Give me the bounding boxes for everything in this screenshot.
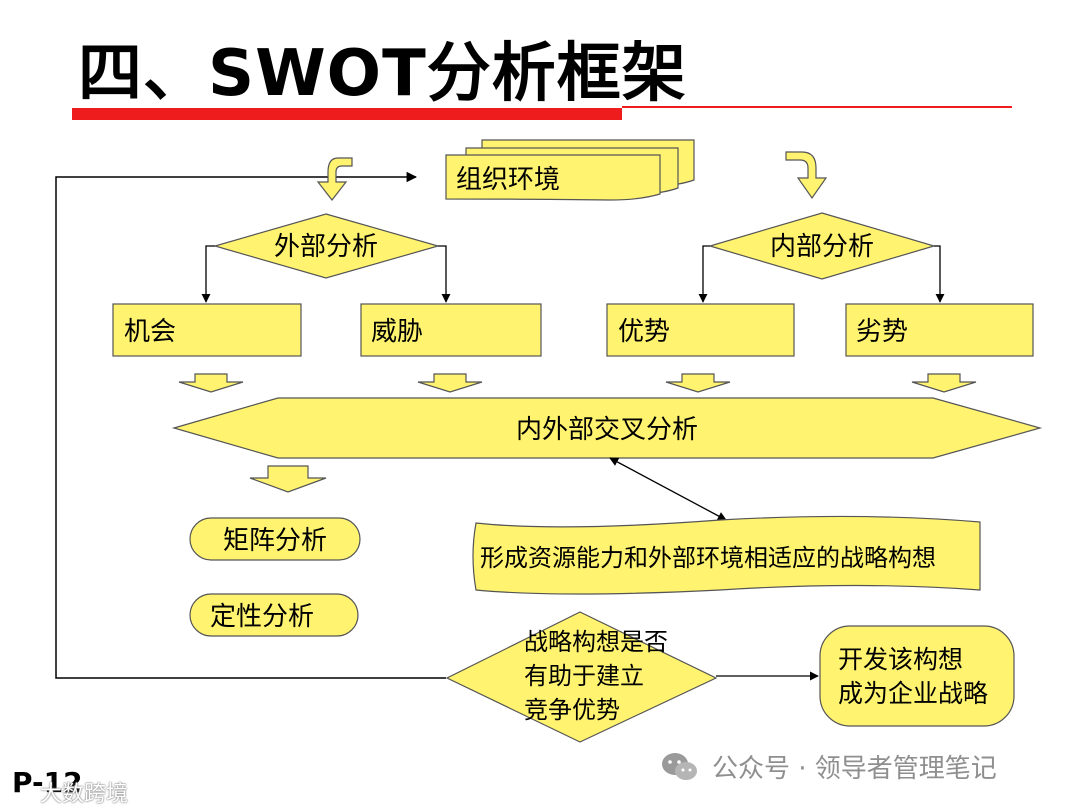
down-arrow-matrix: [249, 465, 327, 493]
down-arrow-1: [178, 373, 244, 393]
down-arrow-4: [911, 373, 977, 393]
bidirectional-connector: [609, 457, 727, 521]
curved-arrow-right: [785, 151, 828, 200]
qualitative-analysis-node: 定性分析: [189, 593, 359, 637]
result-line-1: 开发该构想: [838, 645, 963, 674]
matrix-analysis-label: 矩阵分析: [223, 526, 327, 556]
weakness-label: 劣势: [856, 317, 908, 347]
strategy-concept-label: 形成资源能力和外部环境相适应的战略构想: [480, 544, 936, 572]
down-block-arrows: [178, 373, 977, 393]
external-analysis-node: 外部分析: [212, 213, 441, 279]
decision-node: 战略构想是否 有助于建立 竞争优势: [445, 611, 718, 743]
feedback-loop-connector: [55, 171, 446, 679]
cross-analysis-label: 内外部交叉分析: [516, 415, 698, 445]
wechat-icon: [662, 753, 697, 780]
opportunity-node: 机会: [112, 303, 302, 357]
title-underline-line: [622, 106, 1012, 108]
branch-connectors: [201, 245, 945, 303]
title-underline-bar: [72, 108, 622, 120]
cross-analysis-node: 内外部交叉分析: [171, 397, 1043, 459]
matrix-analysis-node: 矩阵分析: [189, 517, 361, 561]
page-title: 四、SWOT分析框架: [78, 37, 687, 111]
opportunity-label: 机会: [124, 317, 176, 347]
weakness-node: 劣势: [845, 303, 1034, 357]
watermark-right: 公众号 · 领导者管理笔记: [712, 754, 997, 784]
internal-analysis-label: 内部分析: [770, 232, 874, 262]
threat-label: 威胁: [371, 317, 423, 347]
threat-node: 威胁: [360, 303, 542, 357]
internal-analysis-node: 内部分析: [707, 212, 937, 280]
org-env-label: 组织环境: [456, 165, 560, 195]
external-analysis-label: 外部分析: [274, 232, 378, 262]
down-arrow-2: [417, 373, 483, 393]
qualitative-analysis-label: 定性分析: [210, 602, 314, 632]
decision-line-3: 竞争优势: [524, 696, 620, 724]
org-env-node: 组织环境: [445, 139, 695, 201]
strength-node: 优势: [606, 303, 795, 357]
page-number: P-12: [12, 766, 83, 799]
down-arrow-3: [665, 373, 731, 393]
result-node: 开发该构想 成为企业战略: [819, 625, 1015, 727]
watermark-left: 大数跨境: [40, 782, 129, 807]
strength-label: 优势: [618, 317, 670, 347]
decision-line-1: 战略构想是否: [524, 628, 668, 656]
curved-arrow-left: [316, 157, 353, 201]
decision-line-2: 有助于建立: [524, 662, 644, 690]
result-line-2: 成为企业战略: [838, 679, 988, 708]
strategy-concept-node: 形成资源能力和外部环境相适应的战略构想: [472, 515, 981, 595]
